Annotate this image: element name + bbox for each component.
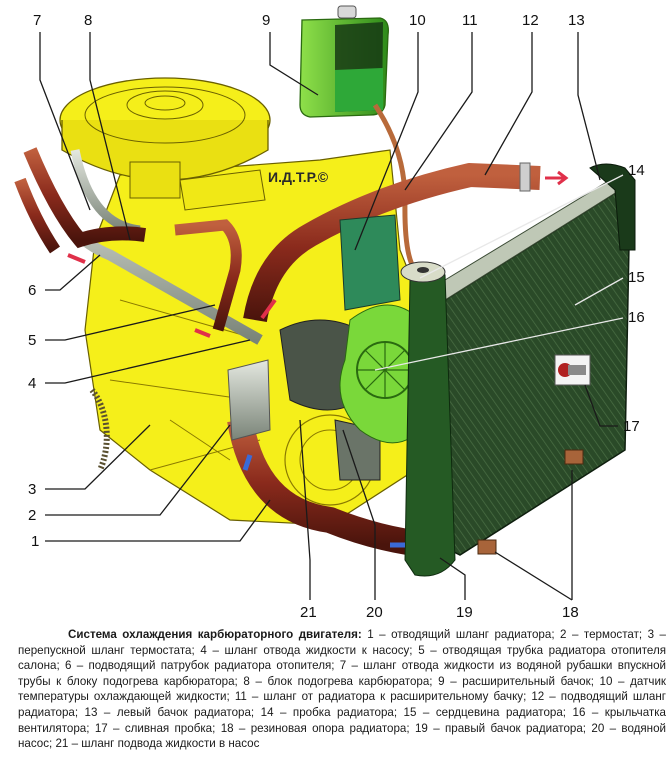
callout-1: 1 [31, 533, 39, 550]
callout-12: 12 [522, 12, 539, 29]
caption-item-9: 9 – расширительный бачок; [438, 674, 600, 688]
callout-13: 13 [568, 12, 585, 29]
callout-4: 4 [28, 375, 36, 392]
thermostat [227, 359, 271, 441]
radiator-inlet-hose [243, 162, 541, 323]
carb-heater-hose [23, 147, 146, 249]
caption-item-10: 10 – датчик температуры охлаждающей жидк… [18, 674, 666, 704]
callout-21: 21 [300, 604, 317, 621]
caption-item-3: 3 – перепускной шланг термостата; [18, 628, 666, 657]
caption-item-5: 5 – отводящая трубка радиатора отопителя… [18, 643, 667, 673]
caption-item-11: 11 – шланг от радиатора к расширительном… [234, 690, 532, 704]
caption-item-8: 8 – блок подогрева карбюратора; [243, 674, 439, 688]
callout-6: 6 [28, 282, 36, 299]
leader-lines [39, 32, 624, 601]
callout-2: 2 [28, 507, 36, 524]
callout-15: 15 [628, 269, 645, 286]
caption-item-6: 6 – подводящий патрубок радиатора отопит… [64, 659, 340, 673]
callout-9: 9 [262, 12, 270, 29]
callout-14: 14 [628, 162, 645, 179]
callout-19: 19 [456, 604, 473, 621]
caption-item-15: 15 – сердцевина радиатора; [403, 705, 573, 719]
radiator-outlet-hose [227, 417, 432, 558]
radiator [400, 163, 636, 577]
callout-20: 20 [366, 604, 383, 621]
callout-10: 10 [409, 12, 426, 29]
callout-16: 16 [628, 309, 645, 326]
figure-caption: Система охлаждения карбюраторного двигат… [18, 627, 666, 752]
caption-item-14: 14 – пробка радиатора; [260, 705, 404, 719]
air-filter [59, 77, 271, 211]
caption-item-13: 13 – левый бачок радиатора; [84, 705, 261, 719]
caption-item-1: 1 – отводящий шланг радиатора; [367, 628, 561, 641]
watermark: И.Д.Т.Р.© [268, 169, 329, 185]
callout-17: 17 [623, 418, 640, 435]
caption-item-4: 4 – шланг отвода жидкости к насосу; [200, 643, 419, 657]
caption-item-7: 7 – шланг отвода жидкости из водяной руб… [18, 659, 666, 688]
caption-title: Система охлаждения карбюраторного двигат… [68, 628, 362, 641]
callout-5: 5 [28, 332, 36, 349]
callout-labels: 7 8 9 10 11 12 13 14 15 16 17 18 19 20 2… [28, 12, 645, 621]
pump-return-hose [174, 219, 242, 332]
caption-item-21: 21 – шланг подвода жидкости в насос [55, 737, 260, 751]
caption-item-12: 12 – подводящий шланг радиатора; [18, 690, 666, 719]
cooling-system-illustration: И.Д.Т.Р.© [14, 5, 645, 621]
callout-18: 18 [562, 604, 579, 621]
caption-item-20: 20 – водяной насос; [18, 721, 667, 751]
caption-item-19: 19 – правый бачок радиатора; [414, 721, 592, 735]
callout-3: 3 [28, 481, 36, 498]
flow-arrows [67, 170, 569, 548]
callout-7: 7 [33, 12, 41, 29]
caption-item-2: 2 – термостат; [560, 628, 648, 641]
caption-item-17: 17 – сливная пробка; [94, 721, 221, 735]
expansion-tank [299, 5, 389, 118]
callout-8: 8 [84, 12, 92, 29]
caption-legend: 1 – отводящий шланг радиатора; 2 – термо… [18, 628, 666, 750]
caption-item-16: 16 – крыльчатка вентилятора; [18, 705, 666, 735]
caption-item-18: 18 – резиновая опора радиатора; [220, 721, 415, 735]
callout-11: 11 [462, 12, 478, 29]
